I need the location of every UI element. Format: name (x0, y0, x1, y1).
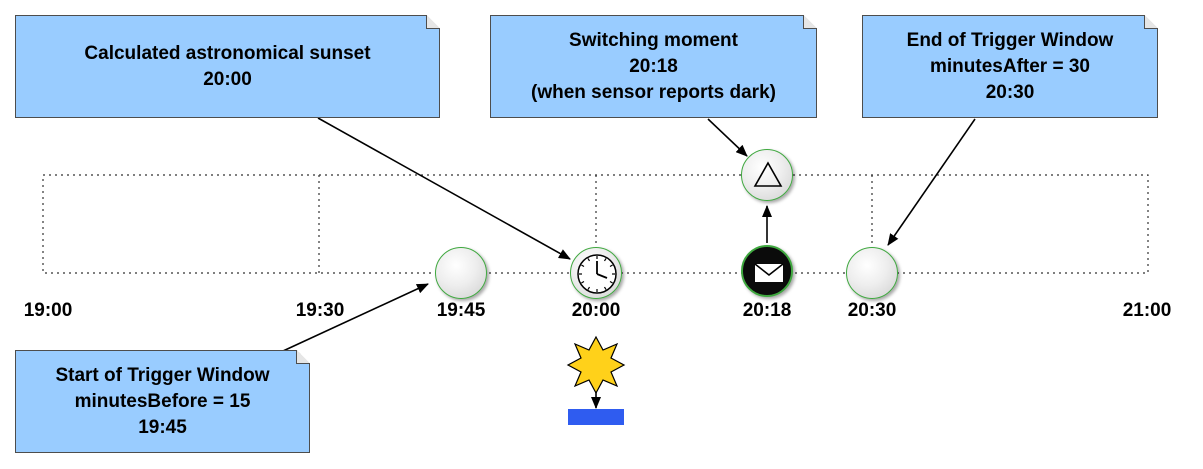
note-line: 20:30 (985, 81, 1035, 103)
end-window-connector (887, 118, 976, 246)
tick-label: 20:00 (571, 300, 621, 321)
note-line: Switching moment (569, 29, 738, 51)
sunset-connector (317, 117, 571, 260)
note-line: 19:45 (138, 416, 187, 438)
fold-corner (426, 15, 440, 29)
switching-connector (707, 118, 748, 157)
tick-label: 21:00 (1122, 300, 1172, 321)
note-line: minutesAfter = 30 (930, 55, 1090, 77)
tick-label: 19:30 (295, 300, 345, 321)
tick-label: 20:30 (847, 300, 897, 321)
sunset-timer-event[interactable] (570, 247, 622, 299)
envelope-icon (754, 263, 784, 282)
note-line: End of Trigger Window (906, 29, 1114, 51)
start-window-event[interactable] (435, 247, 487, 299)
note-line: Start of Trigger Window (55, 364, 270, 386)
triangle-icon (753, 161, 783, 187)
blue-bar-icon (568, 409, 624, 425)
sun-burst-icon (566, 335, 626, 395)
tick-label: 19:45 (436, 300, 486, 321)
connectors (282, 117, 976, 409)
start-window-connector (282, 283, 429, 352)
note-start-window[interactable]: Start of Trigger Window minutesBefore = … (15, 350, 310, 453)
note-line: minutesBefore = 15 (74, 390, 251, 412)
note-line: Calculated astronomical sunset (84, 42, 371, 64)
tick-label: 19:00 (23, 300, 73, 321)
fold-corner (1144, 15, 1158, 29)
end-window-event[interactable] (846, 247, 898, 299)
note-sunset[interactable]: Calculated astronomical sunset 20:00 (15, 15, 440, 118)
switching-event[interactable] (741, 149, 793, 201)
note-line: 20:00 (203, 68, 252, 90)
tick-label: 20:18 (742, 300, 792, 321)
clock-icon (577, 254, 617, 294)
note-switching[interactable]: Switching moment 20:18 (when sensor repo… (490, 15, 817, 118)
note-line: 20:18 (629, 55, 678, 77)
timeline-lanes (42, 174, 1149, 274)
note-end-window[interactable]: End of Trigger Window minutesAfter = 30 … (862, 15, 1158, 118)
message-event[interactable] (741, 245, 793, 297)
fold-corner (803, 15, 817, 29)
fold-corner (296, 350, 310, 364)
note-line: (when sensor reports dark) (531, 81, 776, 103)
